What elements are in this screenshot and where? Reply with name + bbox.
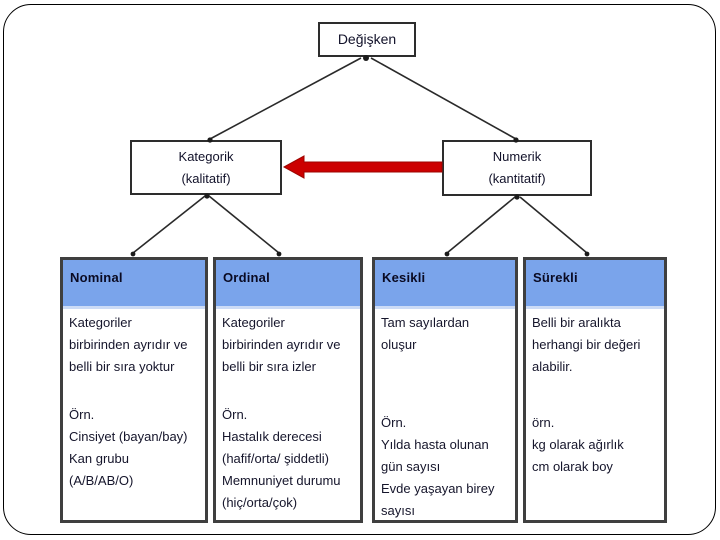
- root-box-degisken: Değişken: [318, 22, 416, 57]
- leaf-header-nominal: Nominal: [63, 260, 205, 309]
- branch-box-kategorik: Kategorik(kalitatif): [130, 140, 282, 195]
- leaf-header-kesikli: Kesikli: [375, 260, 515, 309]
- leaf-header-surekli: Sürekli: [526, 260, 664, 309]
- leaf-examples-ordinal: Örn.Hastalık derecesi(hafif/orta/ şiddet…: [222, 407, 341, 510]
- leaf-header-ordinal: Ordinal: [216, 260, 360, 309]
- leaf-examples-nominal: Örn.Cinsiyet (bayan/bay)Kan grubu(A/B/AB…: [69, 407, 188, 488]
- red-arrow-numerik-to-kategorik: [282, 155, 443, 179]
- branch-box-numerik: Numerik(kantitatif): [442, 140, 592, 196]
